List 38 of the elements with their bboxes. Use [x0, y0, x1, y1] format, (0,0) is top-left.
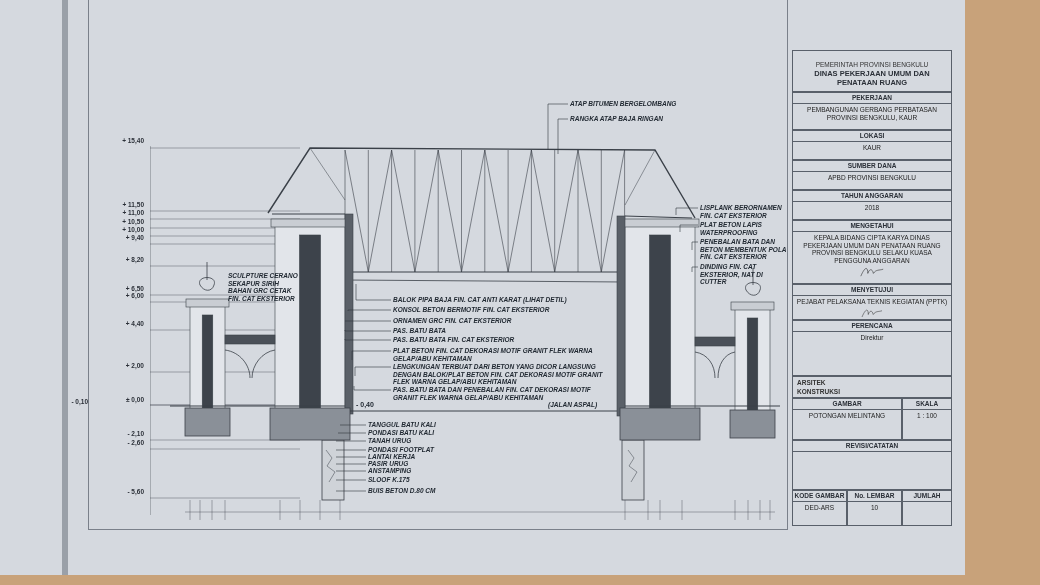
leader-line: [335, 449, 367, 451]
leader-line: [335, 456, 367, 458]
title-block-cell: [847, 490, 902, 526]
title-block-cell: [792, 490, 847, 526]
leader-line: [344, 320, 392, 322]
leader-line: [335, 470, 367, 472]
title-block-cell: [792, 284, 952, 320]
title-block-cell: [792, 130, 952, 160]
leader-line: [335, 490, 367, 492]
title-block-cell: [902, 398, 952, 440]
leader-line: [354, 366, 392, 377]
leader-line: [691, 241, 699, 251]
leader-line: [353, 385, 392, 391]
leader-line: [355, 283, 392, 301]
leader-line: [335, 440, 367, 442]
leader-line: [675, 207, 699, 216]
leader-line: [339, 424, 367, 426]
leader-line: [347, 309, 392, 312]
leader-line: [691, 266, 699, 273]
title-block-cell: [792, 376, 952, 398]
leader-line: [335, 463, 367, 465]
leader-line: [351, 350, 392, 361]
title-block-cell: [792, 50, 952, 92]
title-block-cell: [902, 490, 952, 526]
leader-line: [335, 479, 367, 481]
leader-line: [557, 118, 569, 155]
title-block-cell: [792, 160, 952, 190]
title-block-cell: [792, 440, 952, 490]
leader-line: [344, 329, 392, 332]
title-block-cell: [792, 398, 902, 440]
title-block-cell: [792, 190, 952, 220]
title-block-cell: [792, 320, 952, 376]
leader-line: [547, 103, 569, 151]
title-block-cell: [792, 92, 952, 130]
title-block-cell: [792, 220, 952, 284]
leader-line: [679, 224, 699, 233]
leader-line: [337, 432, 367, 434]
leader-line: [344, 338, 392, 341]
